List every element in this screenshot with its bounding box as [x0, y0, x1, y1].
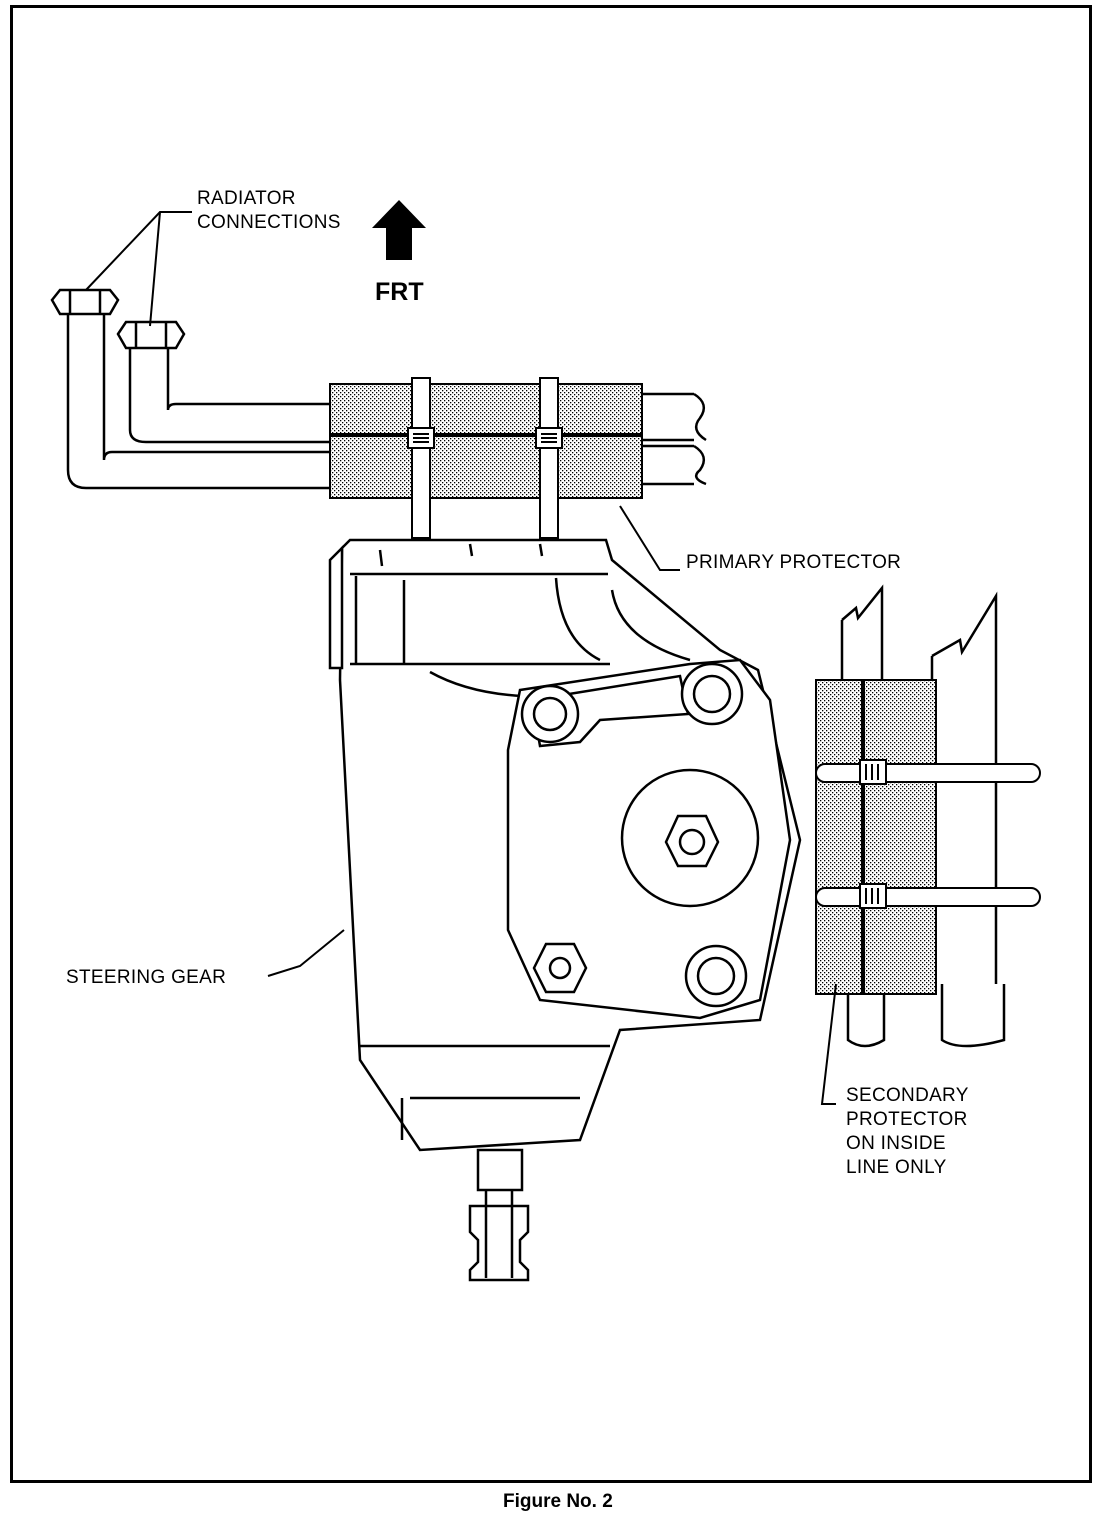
label-radiator-connections: RADIATOR CONNECTIONS [197, 188, 341, 233]
side-cover-plate [506, 658, 792, 1020]
bolt-bottom-right-icon [684, 944, 748, 1008]
radiator-nut-outer-icon [50, 288, 120, 316]
leader-lines [85, 211, 837, 1105]
pitman-shaft-fitting [468, 1148, 530, 1282]
front-arrow-icon [372, 200, 426, 260]
secondary-tie-straps [815, 759, 1041, 909]
label-primary-protector: PRIMARY PROTECTOR [686, 552, 902, 573]
radiator-nut-inner-icon [116, 320, 186, 350]
bolt-top-left-icon [520, 684, 580, 744]
label-steering-gear: STEERING GEAR [66, 967, 227, 988]
figure-caption: Figure No. 2 [503, 1491, 613, 1512]
primary-tie-straps [407, 377, 563, 539]
radiator-lines [66, 312, 707, 490]
figure-frame [10, 5, 1092, 1483]
label-secondary-protector: SECONDARY PROTECTOR ON INSIDE LINE ONLY [846, 1085, 969, 1178]
bolt-bottom-left-icon [532, 942, 588, 994]
adjuster-nut-center-icon [664, 814, 720, 868]
secondary-protector [815, 679, 937, 995]
primary-protector [329, 383, 643, 499]
label-front-direction: FRT [375, 278, 424, 306]
bolt-top-right-icon [680, 662, 744, 726]
